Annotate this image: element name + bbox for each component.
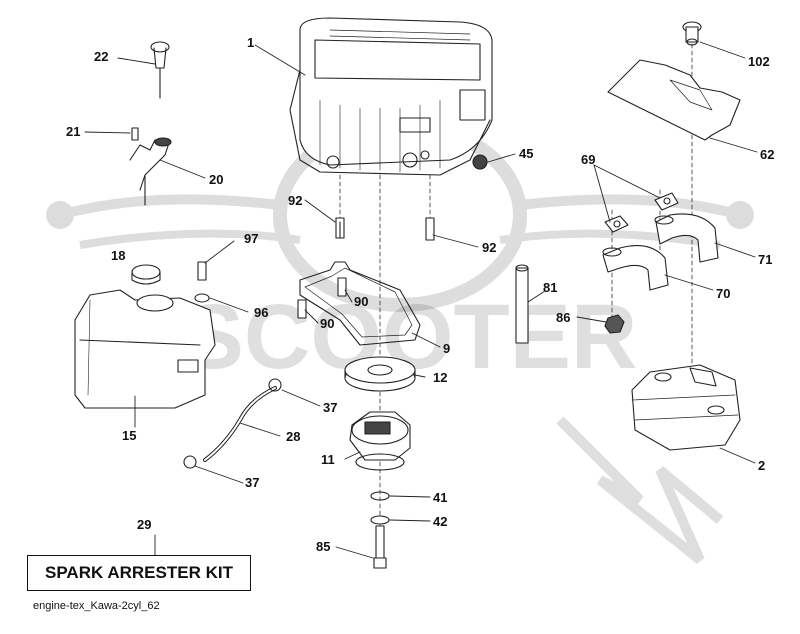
spark-arrester-kit-box: SPARK ARRESTER KIT [27,555,251,591]
callout-69: 69 [581,152,596,167]
long-bolt-part [373,525,387,569]
callout-97: 97 [244,231,259,246]
callout-2: 2 [758,458,766,473]
callout-20: 20 [209,172,224,187]
fuel-cap-part [131,264,161,285]
callout-42: 42 [433,514,448,529]
callout-92-left: 92 [288,193,303,208]
callout-11: 11 [321,452,335,467]
callout-45: 45 [519,146,534,161]
callout-102: 102 [748,54,770,69]
tube-part [515,264,529,344]
muffler-part [631,364,741,451]
heat-shield-part [607,59,741,141]
engine-part [289,17,493,176]
callout-1: 1 [247,35,255,50]
callout-62: 62 [760,147,775,162]
callout-12: 12 [433,370,448,385]
callout-96: 96 [254,305,269,320]
fuel-hose-part [183,378,282,469]
callout-9: 9 [443,341,451,356]
spark-arrester-kit-label: SPARK ARRESTER KIT [45,563,233,582]
callout-37-upper: 37 [323,400,338,415]
callout-90-upper: 90 [354,294,369,309]
callout-90-lower: 90 [320,316,335,331]
exhaust-pipe-part [602,245,669,291]
callout-22: 22 [94,49,109,64]
callout-41: 41 [433,490,448,505]
exhaust-pipe-part [654,213,719,263]
fuel-tank-part [74,289,216,409]
callout-81: 81 [543,280,558,295]
callout-86: 86 [556,310,571,325]
pulley-part [344,356,416,392]
callout-70: 70 [716,286,731,301]
dipstick-part [150,41,170,99]
diagram-caption: engine-tex_Kawa-2cyl_62 [33,600,160,612]
callout-15: 15 [122,428,137,443]
bolt-part [335,217,435,241]
knob-part [682,21,702,46]
clutch-part [349,411,411,471]
nut-part [472,154,488,170]
callout-28: 28 [286,429,301,444]
bracket-part [299,261,421,346]
gasket-part [604,192,679,233]
throttle-part [129,127,172,206]
callout-85: 85 [316,539,331,554]
callout-92-right: 92 [482,240,497,255]
callout-29: 29 [137,517,152,532]
callout-37-lower: 37 [245,475,260,490]
callout-18: 18 [111,248,126,263]
callout-21: 21 [66,124,81,139]
callout-71: 71 [758,252,773,267]
